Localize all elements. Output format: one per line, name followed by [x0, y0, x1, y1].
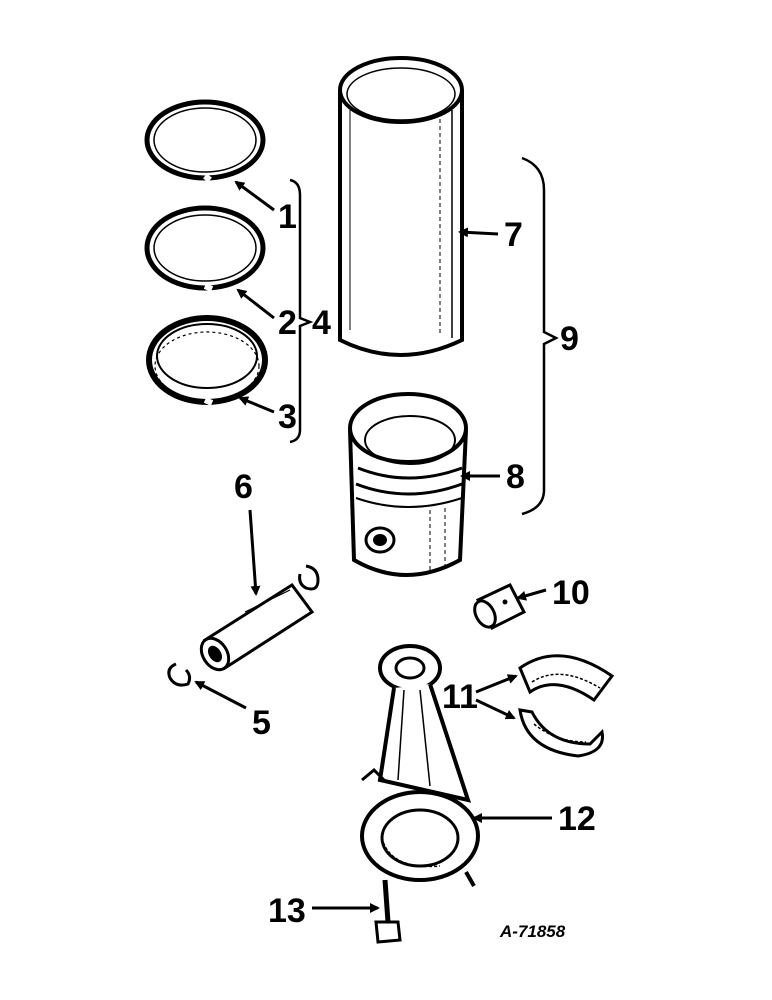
piston	[348, 392, 468, 577]
leader-7	[458, 227, 499, 238]
callout-12: 12	[558, 800, 596, 838]
callout-4: 4	[312, 304, 331, 342]
piston-ring-1	[144, 99, 266, 183]
callout-6: 6	[234, 468, 253, 506]
pin-bushing	[473, 583, 527, 631]
leader-3	[238, 396, 275, 414]
callout-1: 1	[278, 198, 297, 236]
piston-ring-2	[144, 205, 266, 292]
leader-11a	[475, 674, 518, 694]
piston-ring-3	[146, 315, 268, 406]
callout-9: 9	[560, 320, 579, 358]
callout-2: 2	[278, 304, 297, 342]
callout-5: 5	[252, 704, 271, 742]
bearing-upper-shell	[518, 654, 615, 703]
leader-11b	[475, 698, 516, 720]
bearing-lower-shell	[518, 708, 604, 758]
callout-10: 10	[552, 574, 590, 612]
snap-ring-left	[167, 662, 192, 687]
rod-bolt	[374, 879, 402, 944]
leader-5	[194, 680, 247, 710]
leader-10	[516, 588, 547, 601]
callout-7: 7	[504, 216, 523, 254]
callout-3: 3	[278, 398, 297, 436]
leader-6	[248, 509, 261, 596]
connecting-rod	[360, 644, 480, 887]
callout-11: 11	[442, 678, 478, 716]
cylinder-sleeve	[338, 56, 464, 357]
piston-pin	[199, 582, 315, 672]
leader-1	[234, 180, 275, 212]
leader-2	[236, 288, 275, 320]
snap-ring-right	[298, 564, 320, 591]
callout-13: 13	[268, 892, 306, 930]
reference-code: A-71858	[500, 922, 566, 941]
sleeve-piston-bracket	[521, 156, 559, 516]
ring-set-bracket	[289, 178, 314, 444]
callout-8: 8	[506, 458, 525, 496]
